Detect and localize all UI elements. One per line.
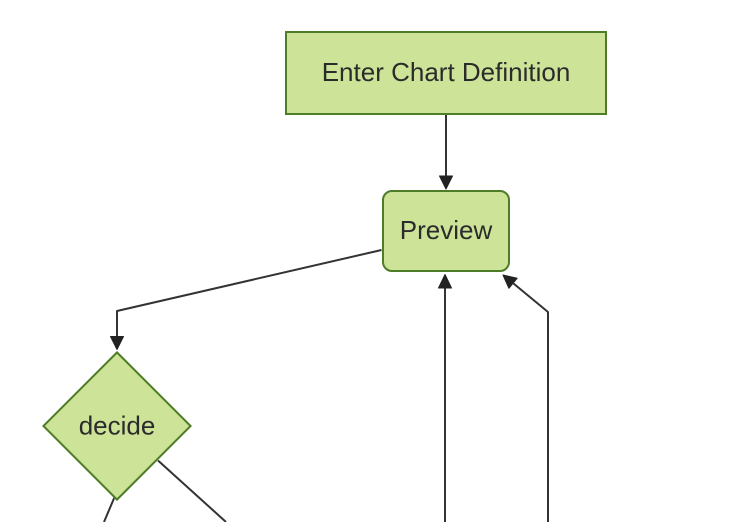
node-preview: Preview: [382, 190, 510, 272]
node-enter-chart-definition: Enter Chart Definition: [285, 31, 607, 115]
edge-bottom-center-to-preview: [438, 274, 452, 522]
arrowhead-up-left-icon: [502, 274, 518, 289]
edge-decide-to-bottom-left: [103, 495, 116, 522]
edge-line: [116, 249, 382, 337]
edge-line: [103, 495, 116, 522]
edge-line: [157, 459, 227, 522]
edge-line: [512, 282, 549, 522]
arrowhead-up-icon: [438, 274, 452, 289]
arrowhead-down-icon: [110, 336, 124, 350]
node-label: decide: [78, 410, 156, 441]
node-label: Preview: [399, 215, 493, 246]
edge-enter-chart-definition-to-preview: [439, 115, 453, 190]
edge-decide-to-bottom-right: [157, 459, 227, 522]
arrowhead-down-icon: [439, 175, 453, 190]
edge-bottom-right-to-preview: [502, 274, 549, 522]
edge-preview-to-decide: [110, 249, 382, 350]
node-label: Enter Chart Definition: [321, 57, 571, 88]
